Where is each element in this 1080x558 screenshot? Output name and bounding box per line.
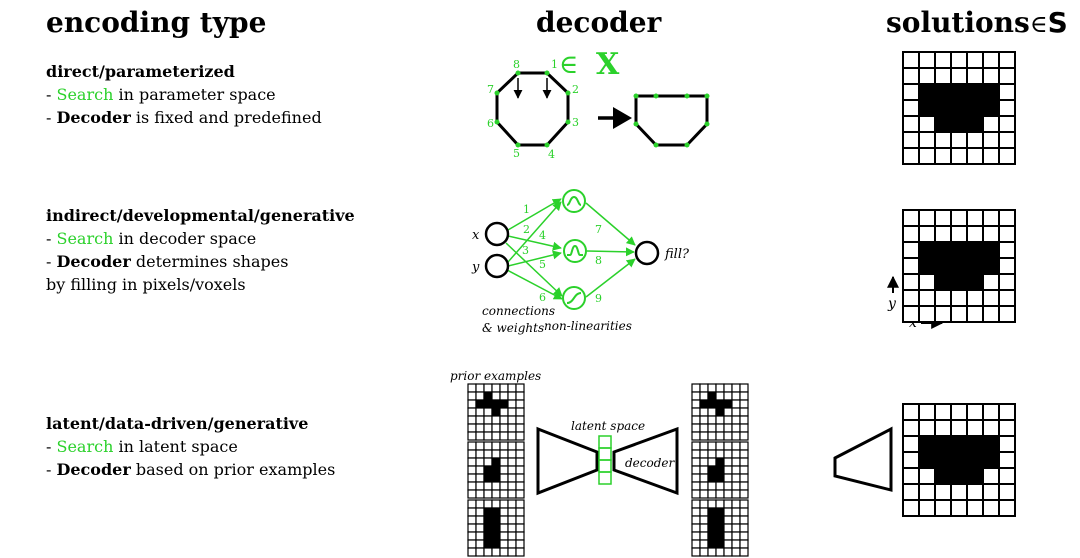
octagon-decoder: 1 2 3 4 5 6 7 8 ∈ X <box>487 47 710 161</box>
solution-grid-2 <box>902 209 1016 323</box>
network-weight-labels: 1 2 3 4 5 6 7 8 9 <box>522 203 602 305</box>
input-node-x <box>484 221 510 247</box>
section-line-decoder: - Decoder is fixed and predefined <box>46 108 322 127</box>
section-latent: latent/data-driven/generative - Search i… <box>46 412 335 481</box>
caption-weights: & weights <box>482 321 544 335</box>
network-connections <box>505 198 636 300</box>
decoded-vertices <box>633 93 710 148</box>
section-title: latent/data-driven/generative <box>46 414 309 433</box>
element-of-x-symbol: ∈ <box>559 50 578 80</box>
vertex-label-3: 3 <box>572 116 579 129</box>
element-of-symbol: ∈ <box>1029 10 1048 38</box>
vertex-label-7: 7 <box>487 83 494 96</box>
vertex-label-6: 6 <box>487 117 494 130</box>
hidden-node-sigmoid <box>562 286 586 310</box>
vertex-label-2: 2 <box>572 83 579 96</box>
solution-set-symbol: S <box>1047 6 1068 39</box>
prior-example-2 <box>467 441 525 499</box>
hidden-node-gaussian <box>563 239 587 263</box>
hidden-node-sine <box>562 189 586 213</box>
decoder-label: decoder <box>625 456 676 470</box>
octagon-vertices <box>494 70 571 148</box>
input-node-y <box>484 253 510 279</box>
caption-nonlinearities: non-linearities <box>544 319 632 333</box>
latent-vector <box>598 435 612 485</box>
header-decoder: decoder <box>536 6 662 39</box>
header-solutions: solutions∈S <box>886 6 1068 39</box>
section-direct: direct/parameterized - Search in paramet… <box>46 60 322 129</box>
solution-decoder-trapezoid <box>833 426 893 492</box>
svg-text:5: 5 <box>539 258 546 271</box>
svg-text:2: 2 <box>523 223 530 236</box>
caption-connections: connections <box>482 304 555 318</box>
vertex-label-4: 4 <box>548 148 555 161</box>
octagon-shape <box>495 71 570 147</box>
input-label-x: x <box>472 228 480 243</box>
section-line-search: - Search in latent space <box>46 437 238 456</box>
prior-example-3 <box>467 499 525 557</box>
output-node-fill <box>634 240 660 266</box>
svg-text:4: 4 <box>539 229 546 242</box>
header-encoding-type: encoding type <box>46 6 267 39</box>
section-line-search: - Search in parameter space <box>46 85 276 104</box>
section-indirect: indirect/developmental/generative - Sear… <box>46 204 355 296</box>
generated-example-3 <box>691 499 749 557</box>
svg-text:6: 6 <box>539 291 546 304</box>
octagon-vertex-labels: 1 2 3 4 5 6 7 8 <box>487 58 579 161</box>
section-line-search: - Search in decoder space <box>46 229 257 248</box>
generated-example-2 <box>691 441 749 499</box>
cppn-network: 1 2 3 4 5 6 7 8 9 x y fill? connections <box>471 189 690 335</box>
input-label-y: y <box>471 260 480 275</box>
solution-grid-3 <box>902 403 1016 517</box>
decode-arrow <box>598 107 632 129</box>
decoded-shape <box>634 94 709 147</box>
svg-text:1: 1 <box>523 203 530 216</box>
svg-text:y: y <box>887 296 897 312</box>
solution-grid-1 <box>902 51 1016 165</box>
svg-text:3: 3 <box>522 244 529 257</box>
section-line-decoder: - Decoder based on prior examples <box>46 460 336 479</box>
prior-example-1 <box>467 383 525 441</box>
vertex-label-5: 5 <box>513 147 520 160</box>
section-line-extra: by filling in pixels/voxels <box>46 275 246 294</box>
latent-space-label: latent space <box>571 419 645 433</box>
svg-text:9: 9 <box>595 292 602 305</box>
solutions-label: solutions <box>886 6 1030 39</box>
vertex-label-1: 1 <box>551 58 558 71</box>
vertex-label-8: 8 <box>513 58 520 71</box>
output-label: fill? <box>664 247 690 262</box>
svg-text:8: 8 <box>595 254 602 267</box>
svg-text:7: 7 <box>595 223 602 236</box>
decoder-trapezoid <box>612 426 679 496</box>
section-title: direct/parameterized <box>46 62 235 81</box>
parameter-set-x: X <box>596 47 620 82</box>
section-line-decoder: - Decoder determines shapes <box>46 252 289 271</box>
encoder-trapezoid <box>536 426 599 496</box>
generated-example-1 <box>691 383 749 441</box>
prior-examples-label: prior examples <box>450 369 541 383</box>
section-title: indirect/developmental/generative <box>46 206 355 225</box>
